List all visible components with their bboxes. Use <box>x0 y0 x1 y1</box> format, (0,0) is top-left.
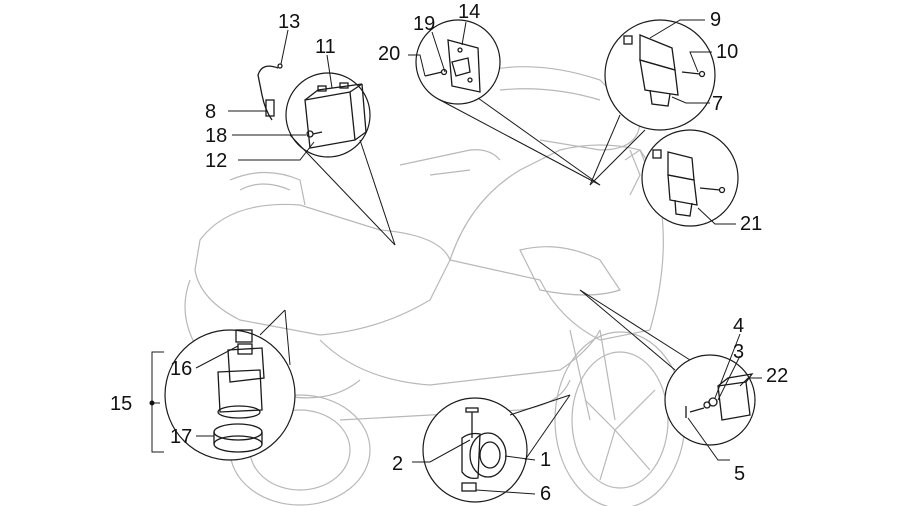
callout-21: 21 <box>740 213 762 235</box>
callout-labels: 13 11 8 18 12 20 19 14 9 10 7 21 4 3 22 … <box>110 1 788 505</box>
callout-7: 7 <box>712 93 723 115</box>
callout-8: 8 <box>205 101 216 123</box>
callout-12: 12 <box>205 150 227 172</box>
relay-detail-group-right <box>641 129 739 227</box>
callout-19: 19 <box>413 13 435 35</box>
callout-17: 17 <box>170 426 192 448</box>
callout-10: 10 <box>716 41 738 63</box>
callout-20: 20 <box>378 43 400 65</box>
callout-6: 6 <box>540 483 551 505</box>
callout-2: 2 <box>392 453 403 475</box>
callout-9: 9 <box>710 9 721 31</box>
callout-4: 4 <box>733 315 744 337</box>
callout-16: 16 <box>170 358 192 380</box>
callout-14: 14 <box>458 1 480 23</box>
battery-detail-group <box>257 63 396 246</box>
leader-lines <box>149 19 762 495</box>
callout-1: 1 <box>540 449 551 471</box>
callout-13: 13 <box>278 11 300 33</box>
starter-relay-detail-group <box>164 309 296 461</box>
bracket-detail-group <box>415 19 601 186</box>
callout-22: 22 <box>766 365 788 387</box>
callout-18: 18 <box>205 125 227 147</box>
callout-11: 11 <box>315 36 336 58</box>
callout-5: 5 <box>734 463 745 485</box>
horn-detail-group <box>422 394 571 503</box>
callout-15: 15 <box>110 393 132 415</box>
flasher-detail-group <box>579 289 756 446</box>
callout-3: 3 <box>733 341 744 363</box>
